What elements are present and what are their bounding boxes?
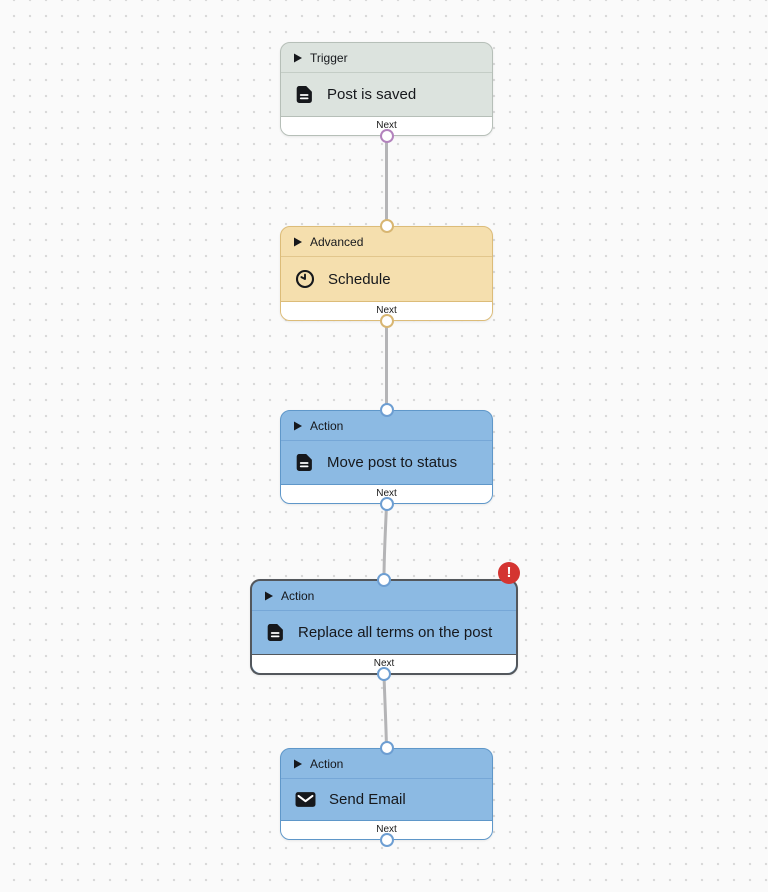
node-title: Replace all terms on the post bbox=[298, 624, 493, 641]
document-icon bbox=[296, 86, 312, 103]
node-title: Send Email bbox=[329, 791, 406, 808]
output-port[interactable] bbox=[379, 314, 394, 328]
output-port[interactable] bbox=[379, 497, 394, 511]
node-body[interactable]: Replace all terms on the post bbox=[252, 611, 516, 655]
expand-arrow-icon[interactable] bbox=[265, 591, 273, 601]
next-label: Next bbox=[373, 658, 395, 669]
expand-arrow-icon[interactable] bbox=[294, 759, 302, 769]
node-trigger-post-is-saved[interactable]: Trigger Post is saved Next bbox=[280, 42, 493, 143]
node-header[interactable]: Action bbox=[252, 581, 516, 611]
input-port[interactable] bbox=[379, 741, 394, 755]
expand-arrow-icon[interactable] bbox=[294, 53, 302, 63]
node-action-replace-all-terms[interactable]: ! Action Replace all terms on the post N… bbox=[250, 562, 520, 681]
output-port[interactable] bbox=[379, 833, 394, 847]
expand-arrow-icon[interactable] bbox=[294, 237, 302, 247]
node-action-move-post-to-status[interactable]: Action Move post to status Next bbox=[280, 403, 493, 511]
next-label: Next bbox=[376, 824, 397, 835]
expand-arrow-icon[interactable] bbox=[294, 421, 302, 431]
error-badge[interactable]: ! bbox=[498, 562, 520, 584]
input-port[interactable] bbox=[379, 219, 394, 233]
node-body[interactable]: Schedule bbox=[281, 257, 492, 302]
node-category-label: Advanced bbox=[310, 235, 364, 249]
output-port[interactable] bbox=[379, 129, 394, 143]
output-port[interactable] bbox=[377, 667, 391, 681]
node-header[interactable]: Trigger bbox=[281, 43, 492, 73]
node-action-send-email[interactable]: Action Send Email Next bbox=[280, 741, 493, 847]
node-next-footer: Next bbox=[281, 485, 492, 503]
node-header[interactable]: Action bbox=[281, 749, 492, 779]
document-icon bbox=[267, 624, 283, 641]
node-header[interactable]: Action bbox=[281, 411, 492, 441]
node-body[interactable]: Send Email bbox=[281, 779, 492, 821]
node-advanced-schedule[interactable]: Advanced Schedule Next bbox=[280, 219, 493, 328]
node-title: Schedule bbox=[328, 270, 391, 288]
node-title: Move post to status bbox=[327, 454, 458, 471]
next-label: Next bbox=[376, 120, 397, 131]
node-header[interactable]: Advanced bbox=[281, 227, 492, 257]
node-category-label: Action bbox=[310, 419, 344, 433]
node-next-footer: Next bbox=[281, 302, 492, 320]
document-icon bbox=[296, 454, 312, 471]
input-port[interactable] bbox=[377, 573, 391, 587]
node-next-footer: Next bbox=[252, 655, 516, 673]
clock-icon bbox=[295, 269, 315, 289]
node-next-footer: Next bbox=[281, 821, 492, 839]
node-next-footer: Next bbox=[281, 117, 492, 135]
node-category-label: Action bbox=[281, 589, 315, 603]
next-label: Next bbox=[376, 305, 397, 316]
envelope-icon bbox=[295, 792, 316, 807]
node-category-label: Action bbox=[310, 757, 344, 771]
node-title: Post is saved bbox=[327, 86, 417, 103]
node-body[interactable]: Post is saved bbox=[281, 73, 492, 117]
node-category-label: Trigger bbox=[310, 51, 348, 65]
connection-line[interactable] bbox=[382, 504, 388, 580]
connection-line[interactable] bbox=[382, 674, 388, 749]
input-port[interactable] bbox=[379, 403, 394, 417]
next-label: Next bbox=[376, 488, 397, 499]
node-body[interactable]: Move post to status bbox=[281, 441, 492, 485]
